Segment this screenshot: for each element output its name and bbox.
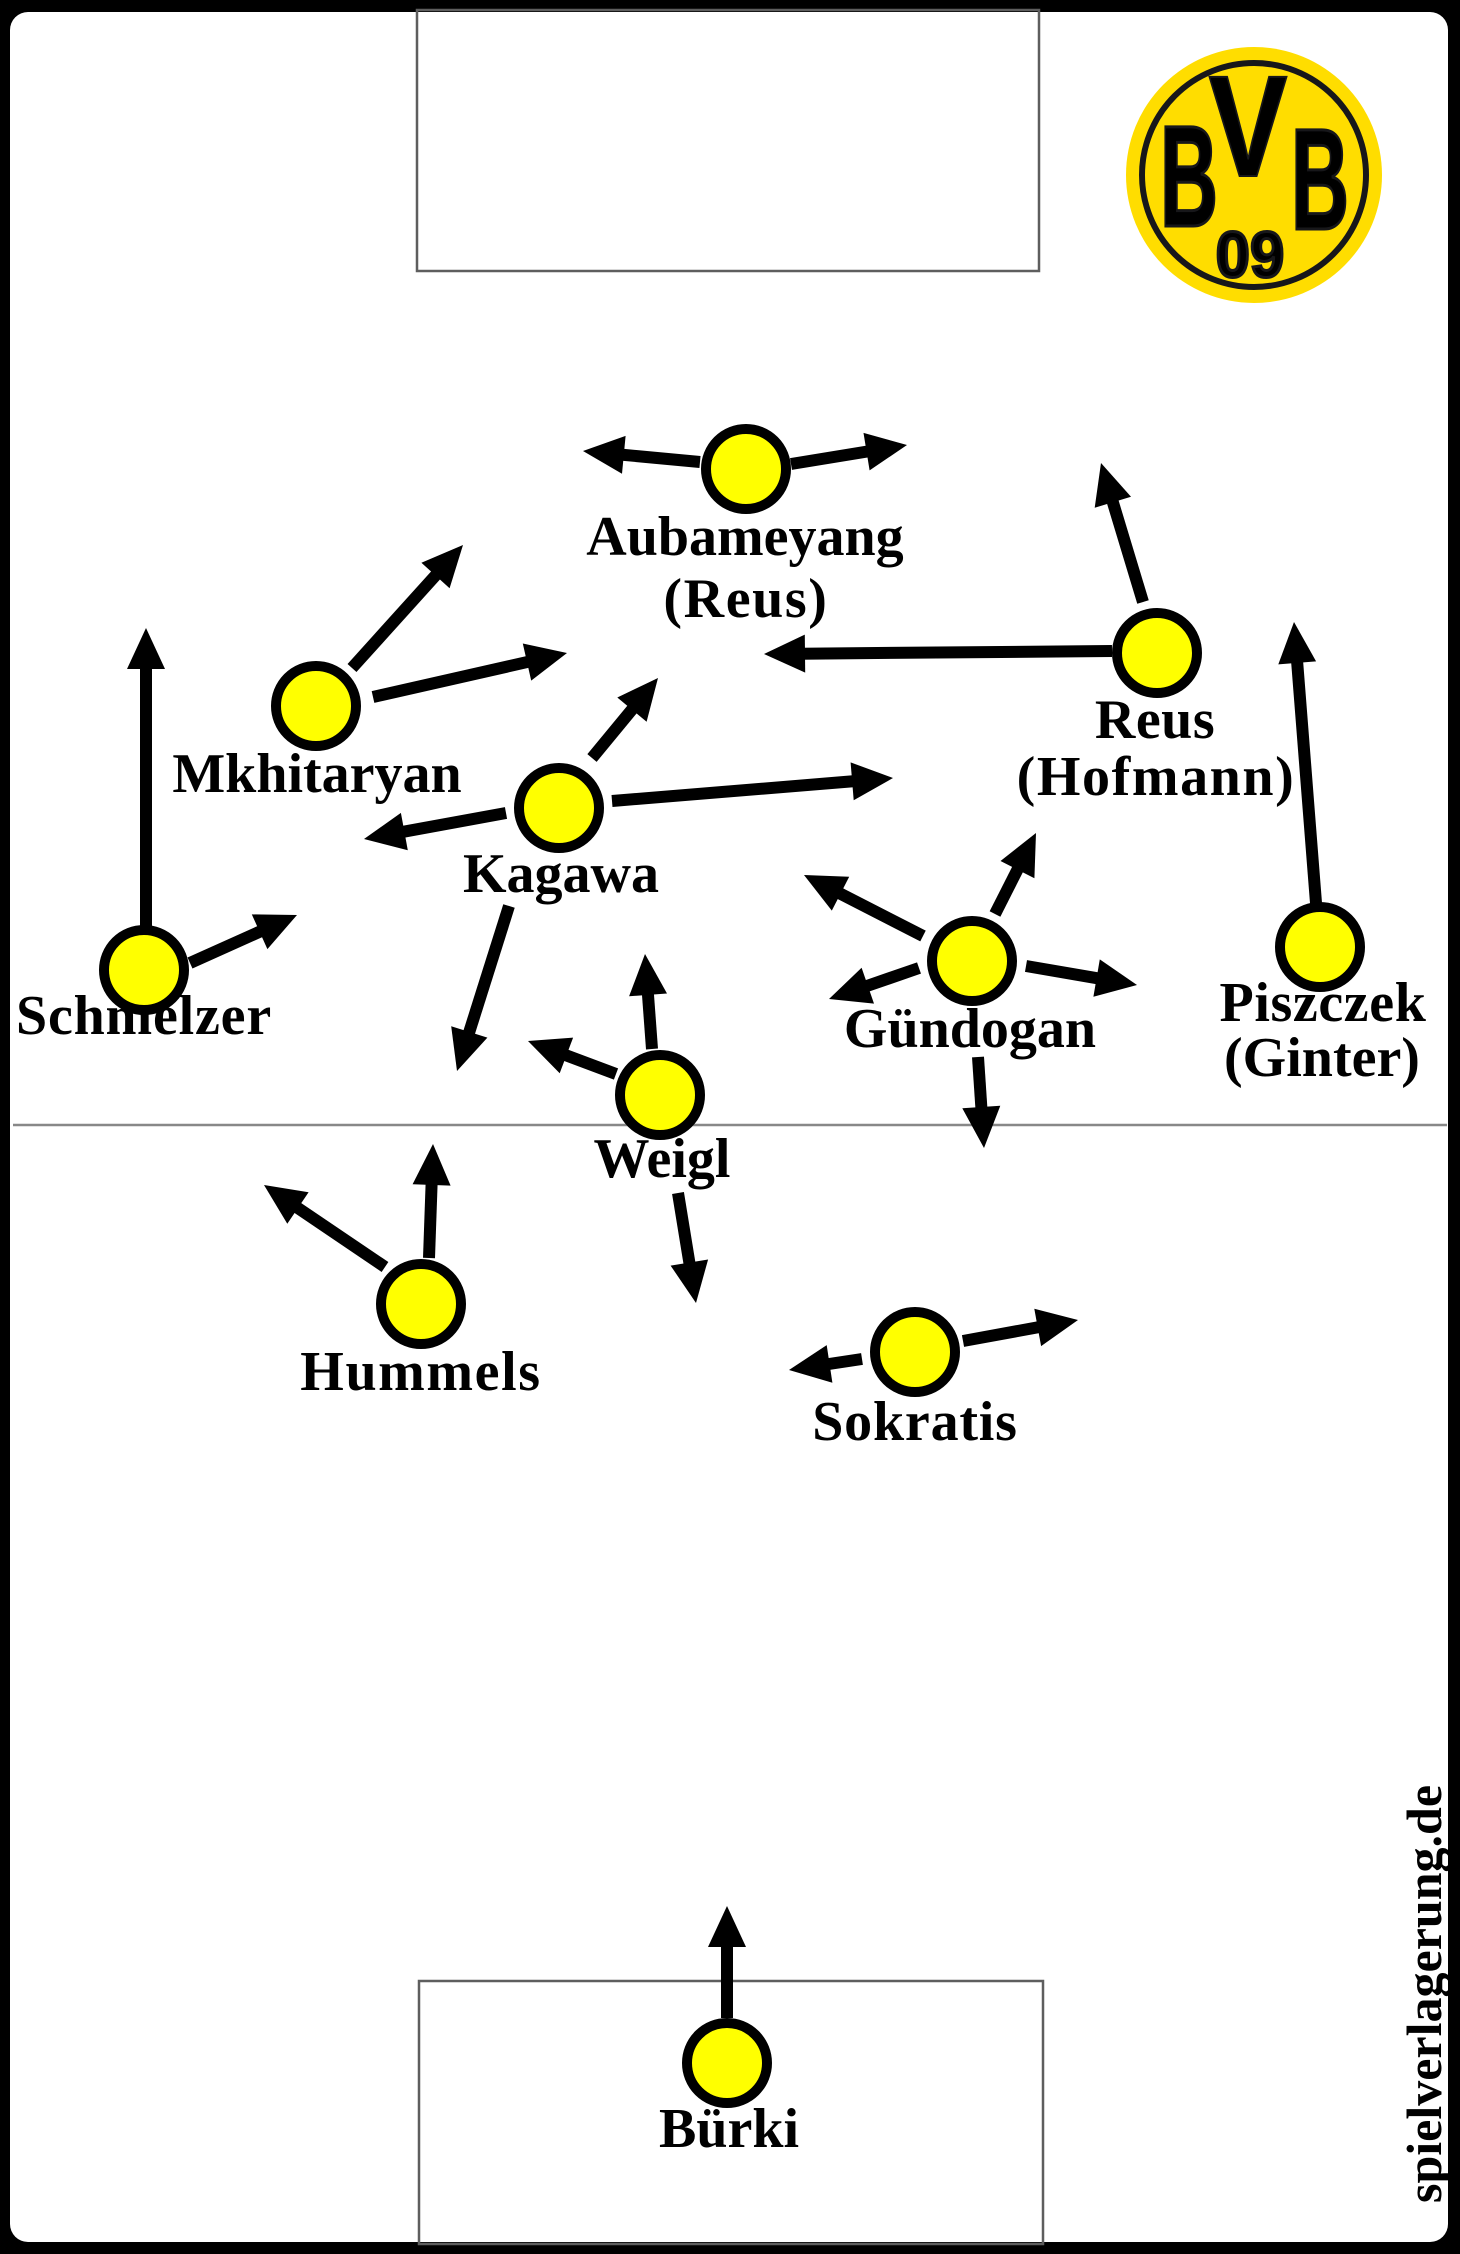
svg-text:Bürki: Bürki: [659, 2098, 799, 2160]
svg-text:B: B: [1291, 98, 1349, 260]
svg-text:(Ginter): (Ginter): [1224, 1027, 1420, 1089]
svg-text:V: V: [1209, 46, 1288, 207]
svg-text:B: B: [1160, 95, 1218, 257]
svg-text:Reus: Reus: [1095, 689, 1215, 751]
svg-text:Schmelzer: Schmelzer: [16, 985, 272, 1047]
svg-text:Sokratis: Sokratis: [812, 1391, 1018, 1453]
svg-text:Weigl: Weigl: [594, 1128, 731, 1190]
svg-text:(Reus): (Reus): [663, 568, 828, 630]
svg-text:(Hofmann): (Hofmann): [1017, 746, 1296, 808]
svg-text:Aubameyang: Aubameyang: [586, 506, 903, 568]
svg-text:Gündogan: Gündogan: [844, 998, 1096, 1060]
svg-text:Mkhitaryan: Mkhitaryan: [172, 743, 461, 805]
svg-text:Kagawa: Kagawa: [463, 843, 659, 905]
svg-text:spielverlagerung.de: spielverlagerung.de: [1396, 1785, 1452, 2203]
svg-text:Piszczek: Piszczek: [1220, 972, 1427, 1034]
svg-text:Hummels: Hummels: [300, 1341, 541, 1403]
svg-text:09: 09: [1216, 220, 1285, 292]
